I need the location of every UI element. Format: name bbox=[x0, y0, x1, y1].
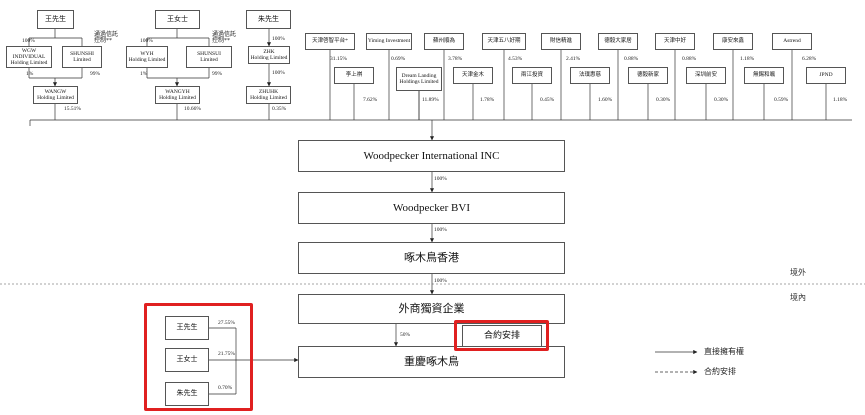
pct-label: 27.55% bbox=[218, 320, 235, 326]
pct-label: 0.45% bbox=[540, 97, 555, 103]
highlight-left-shareholders bbox=[144, 303, 253, 411]
pct-label: 100% bbox=[434, 227, 447, 233]
pct-label: 100% bbox=[272, 36, 285, 42]
highlight-contract-arrangement bbox=[454, 320, 549, 351]
wang-xiansheng-box: 王先生 bbox=[37, 10, 74, 29]
zhu-xiansheng-box: 朱先生 bbox=[246, 10, 291, 29]
pct-label: 21.75% bbox=[218, 351, 235, 357]
offshore-label: 境外 bbox=[790, 268, 806, 277]
woodpecker-hongkong-box: 啄木鳥香港 bbox=[298, 242, 565, 274]
zhk-holding-box: ZHK Holding Limited bbox=[248, 46, 290, 64]
pct-label: 10.66% bbox=[184, 106, 201, 112]
left-wang-xiansheng-box: 王先生 bbox=[165, 316, 209, 340]
pct-label: 100% bbox=[22, 38, 35, 44]
pct-label: 7.62% bbox=[363, 97, 378, 103]
wyh-holding-box: WYH Holding Limited bbox=[126, 46, 168, 68]
suzhou-shunwei-box: 蘇州順為 bbox=[424, 33, 464, 50]
pct-label: 3.78% bbox=[448, 56, 463, 62]
woodpecker-bvi-box: Woodpecker BVI bbox=[298, 192, 565, 224]
pct-label: 0.59% bbox=[774, 97, 789, 103]
woodpecker-international-box: Woodpecker International INC bbox=[298, 140, 565, 172]
left-zhu-xiansheng-box: 朱先生 bbox=[165, 382, 209, 406]
yiming-investment-box: Yiming Investment bbox=[366, 33, 412, 50]
pct-label: 0.88% bbox=[682, 56, 697, 62]
wangyh-holding-box: WANGYH Holding Limited bbox=[155, 86, 200, 104]
wfoe-box: 外商獨資企業 bbox=[298, 294, 565, 324]
astrend-box: Astrend bbox=[772, 33, 812, 50]
pct-label: 0.69% bbox=[391, 56, 406, 62]
legend-contract-label: 合約安排 bbox=[704, 367, 736, 376]
tianjin-jinmu-box: 天津金木 bbox=[453, 67, 493, 84]
pct-label: 1% bbox=[140, 71, 148, 77]
pct-label: 100% bbox=[434, 176, 447, 182]
tianjin-58-box: 天津五八好期 bbox=[482, 33, 526, 50]
pct-label: 15.51% bbox=[64, 106, 81, 112]
pct-label: 0.30% bbox=[714, 97, 729, 103]
dream-landing-box: Dream Landing Holdings Limited bbox=[396, 67, 442, 91]
pct-label: 99% bbox=[90, 71, 101, 77]
jpnd-box: JPND bbox=[806, 67, 846, 84]
pct-label: 50% bbox=[400, 332, 411, 338]
pct-label: 1.18% bbox=[833, 97, 848, 103]
pct-label: 99% bbox=[212, 71, 223, 77]
wangw-holding-box: WANGW Holding Limited bbox=[33, 86, 78, 104]
wang-nvshi-trust-note: 通過信託 控制** bbox=[212, 32, 237, 45]
contract-arrangement-box: 合約安排 bbox=[462, 325, 542, 347]
zhuhk-holding-box: ZHUHK Holding Limited bbox=[246, 86, 291, 104]
wang-trust-note: 通過信託 控制** bbox=[94, 32, 119, 45]
pct-label: 11.89% bbox=[422, 97, 439, 103]
pct-label: 0.35% bbox=[272, 106, 287, 112]
legend-direct-label: 直接擁有權 bbox=[704, 347, 744, 356]
left-wang-nvshi-box: 王女士 bbox=[165, 348, 209, 372]
pct-label: 31.15% bbox=[330, 56, 347, 62]
lishangji-box: 李上祺 bbox=[334, 67, 374, 84]
shunshi-limited-box: SHUNSHI Limited bbox=[62, 46, 102, 68]
wuxi-box: 無錫和颯 bbox=[744, 67, 784, 84]
pct-label: 4.53% bbox=[508, 56, 523, 62]
pct-label: 1.78% bbox=[480, 97, 495, 103]
caixin-box: 財信精進 bbox=[541, 33, 581, 50]
shunsui-limited-box: SHUNSUI Limited bbox=[186, 46, 232, 68]
pct-label: 1.18% bbox=[740, 56, 755, 62]
pct-label: 1% bbox=[26, 71, 34, 77]
xiaoan-box: 康安來鑫 bbox=[713, 33, 753, 50]
deyu-xinjia-box: 德毅新家 bbox=[628, 67, 668, 84]
pct-label: 2.41% bbox=[566, 56, 581, 62]
pct-label: 6.28% bbox=[802, 56, 817, 62]
pct-label: 0.70% bbox=[218, 385, 233, 391]
wang-nvshi-box: 王女士 bbox=[155, 10, 200, 29]
chongqing-woodpecker-box: 重慶啄木鳥 bbox=[298, 346, 565, 378]
pct-label: 100% bbox=[272, 70, 285, 76]
tianjin-zhonghao-box: 天津中好 bbox=[655, 33, 695, 50]
shenzhen-nian-box: 深圳前安 bbox=[686, 67, 726, 84]
zhanghui-box: 法璞惠慈 bbox=[570, 67, 610, 84]
onshore-label: 境內 bbox=[790, 293, 806, 302]
deyuan-box: 德毅大家居 bbox=[598, 33, 638, 50]
pct-label: 1.60% bbox=[598, 97, 613, 103]
pct-label: 100% bbox=[434, 278, 447, 284]
tianjin-platform-box: 天津啓智平台* bbox=[305, 33, 355, 50]
wgw-holding-box: WGW INDIVIDUAL Holding Limited bbox=[6, 46, 52, 68]
pct-label: 100% bbox=[140, 38, 153, 44]
pct-label: 0.88% bbox=[624, 56, 639, 62]
pct-label: 0.30% bbox=[656, 97, 671, 103]
zhejiang-touzi-box: 兩江投資 bbox=[512, 67, 552, 84]
